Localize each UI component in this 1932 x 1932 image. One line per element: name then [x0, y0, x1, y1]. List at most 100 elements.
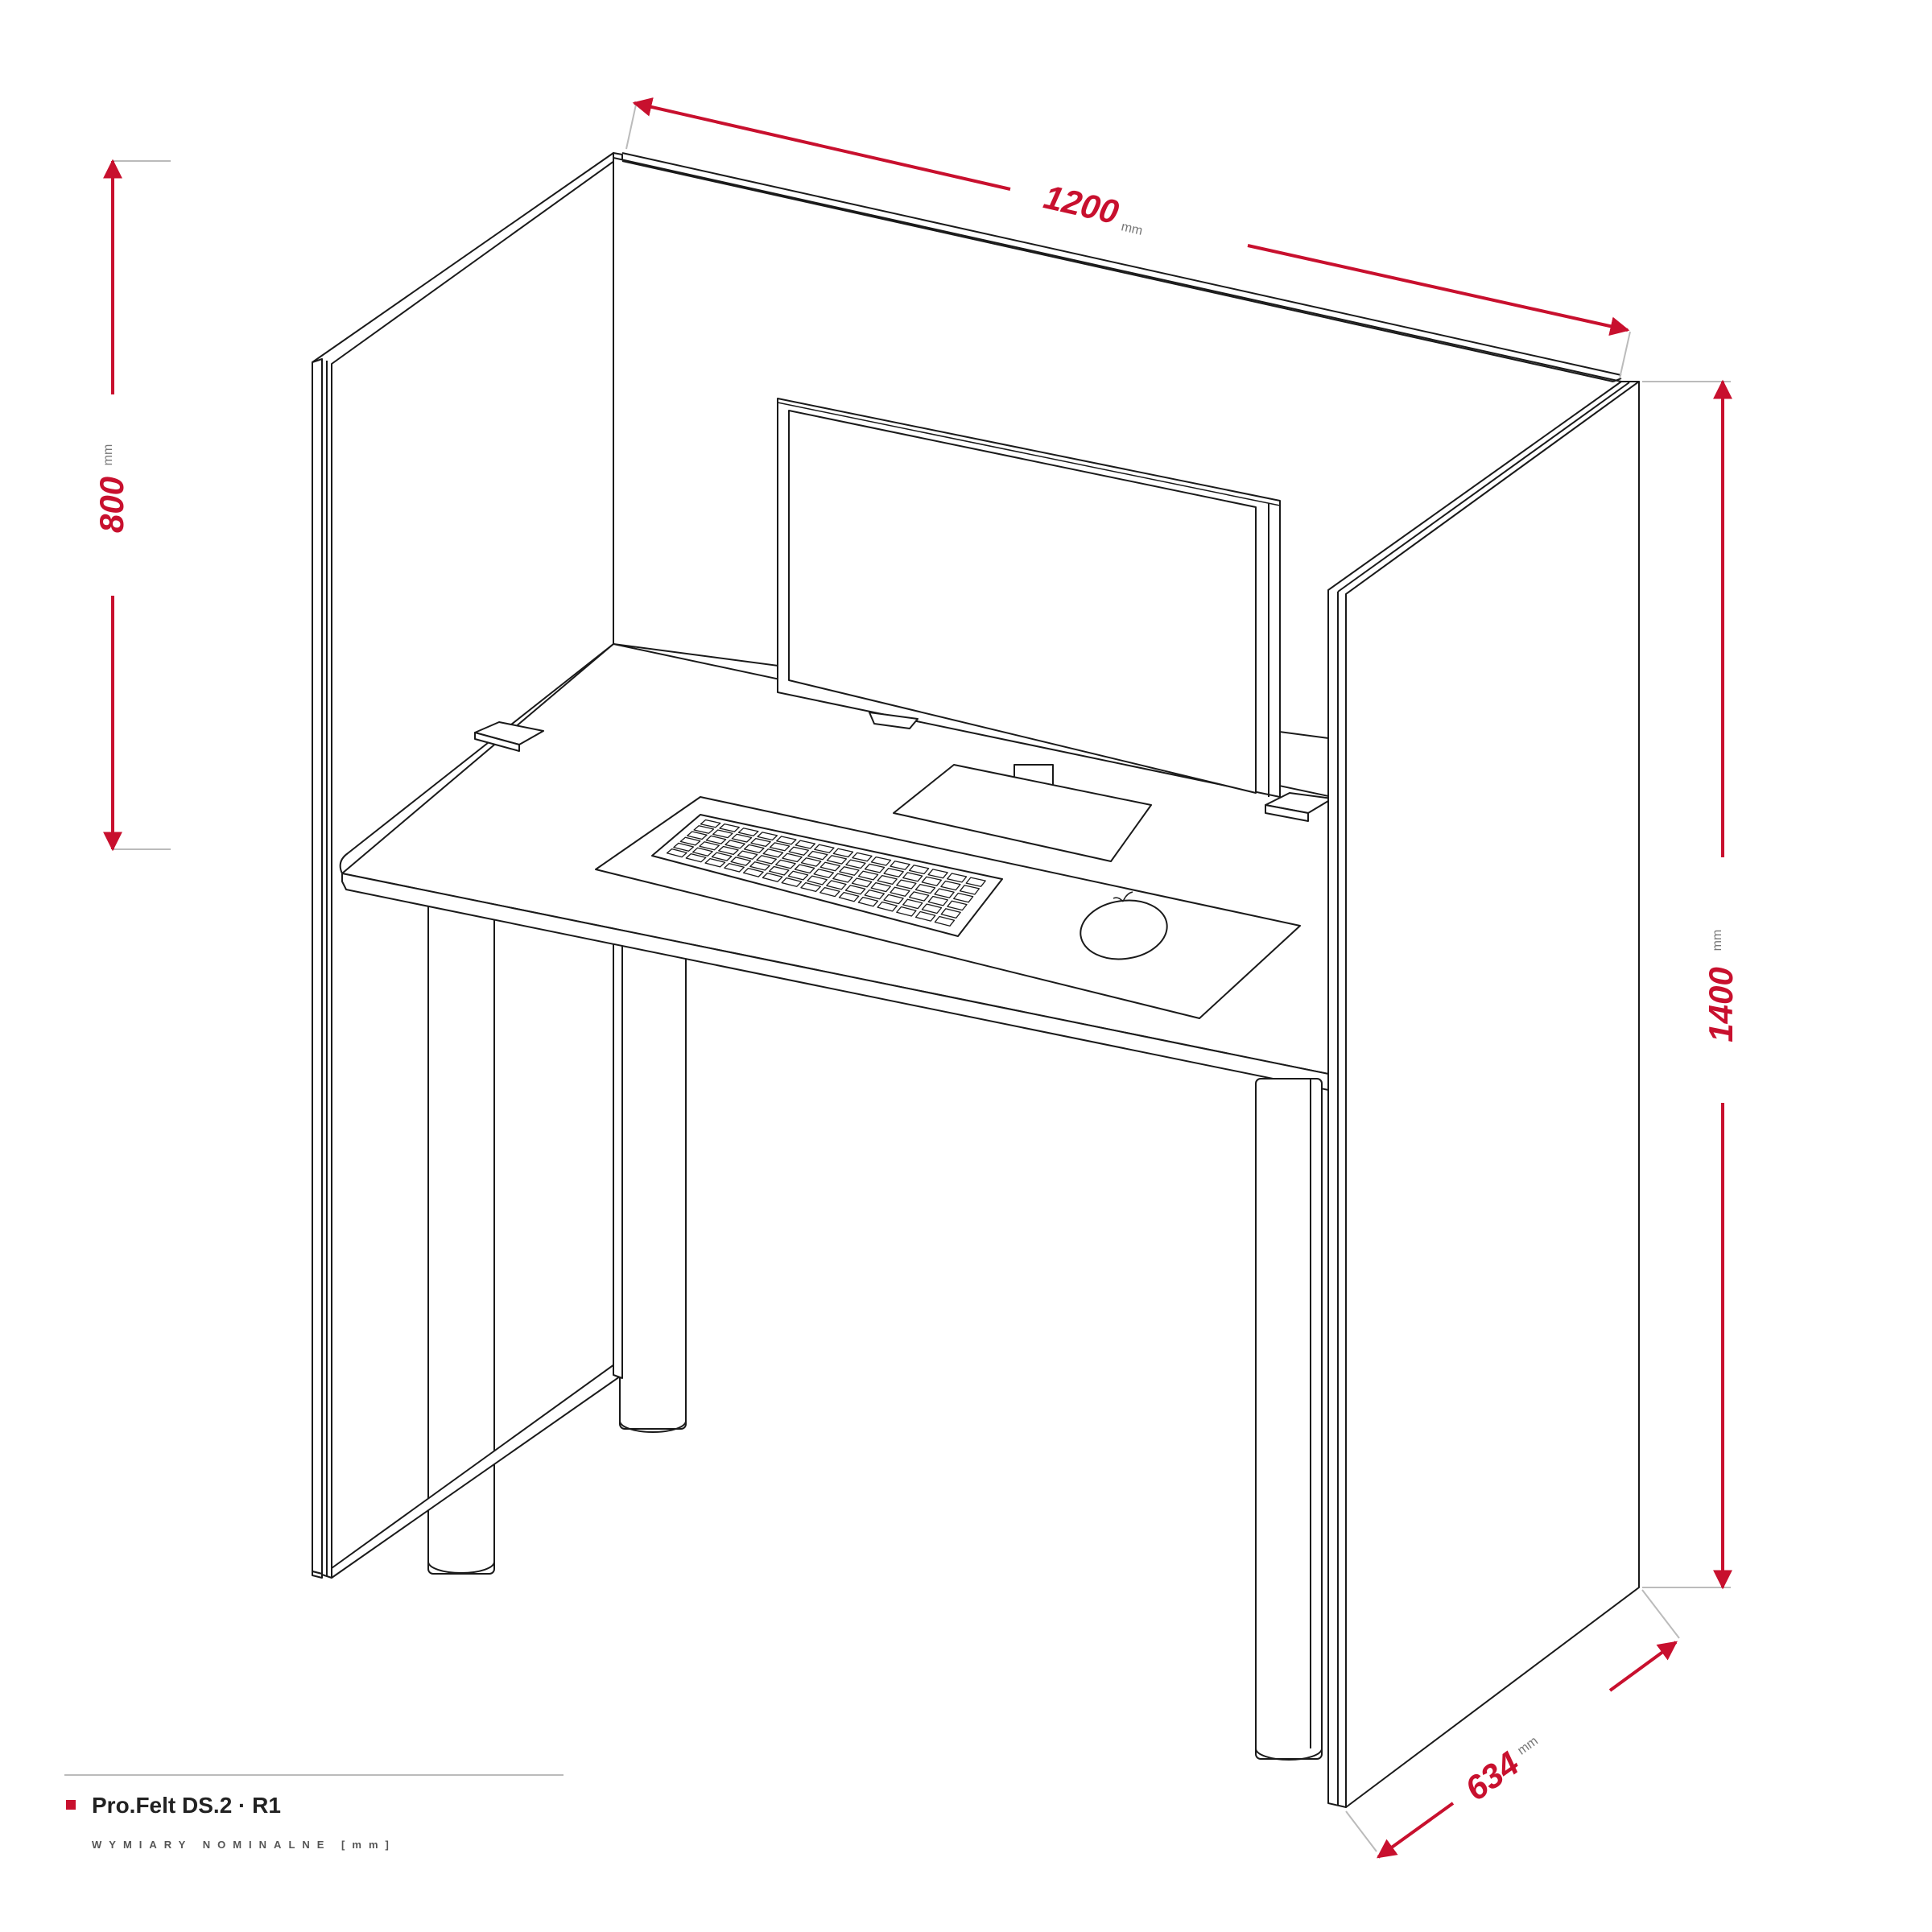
keyboard-key [883, 894, 904, 905]
dimension-lines [103, 97, 1732, 1859]
keyboard-key [691, 847, 713, 857]
keyboard-key [902, 898, 923, 910]
keyboard-key [742, 867, 764, 877]
keyboard-key [666, 848, 687, 858]
keyboard-key [712, 829, 733, 839]
left-panel-bottom-edge [312, 1571, 323, 1579]
keyboard-key [705, 835, 727, 844]
keyboard-key [800, 881, 821, 893]
keyboard-key [787, 870, 809, 881]
keyboard-key [749, 861, 770, 871]
keyboard-key [914, 910, 936, 922]
keyboard-key [813, 869, 835, 878]
keyboard-key [947, 900, 968, 911]
dim-label-800: 800 mm [93, 444, 130, 533]
keyboard-key [921, 876, 942, 886]
dim-unit-1200: mm [1120, 220, 1144, 238]
dim-unit-800: mm [101, 444, 115, 466]
dim-label-634: 634 mm [1458, 1734, 1541, 1808]
keyboard-key [737, 828, 759, 836]
monitor [777, 398, 1281, 862]
monitor-screen [788, 410, 1257, 794]
keyboard-key [794, 864, 815, 874]
dim-value-1200: 1200 [1040, 178, 1122, 232]
monitor-base [893, 764, 1152, 862]
keyboard-key [737, 850, 758, 860]
keyboard-key [940, 880, 961, 891]
keyboard-key [864, 889, 886, 900]
keyboard-key [890, 861, 910, 870]
keyboard-key [838, 891, 860, 902]
keyboard-key [914, 883, 936, 894]
keyboard-key [819, 861, 841, 872]
dim-unit-1400: mm [1711, 930, 1724, 952]
keyboard-key [781, 877, 803, 887]
keyboard-key [762, 848, 784, 858]
keyboard-key [724, 840, 745, 849]
keyboard-key [927, 895, 948, 906]
keyboard-key [762, 872, 783, 882]
keyboard-key [857, 870, 879, 881]
keyboard-key [870, 881, 891, 893]
keyboard-key [921, 903, 943, 914]
keyboard-key [775, 859, 796, 869]
keyboard-key [693, 825, 715, 834]
keyboard-key [814, 844, 835, 853]
keyboard-key [877, 901, 898, 912]
keyboard-key [795, 840, 816, 849]
keyboard-key [908, 891, 930, 902]
keyboard-key [870, 856, 892, 866]
leg-back-right [619, 925, 687, 1430]
dim-line-1200-right [1247, 244, 1630, 336]
keyboard-key [857, 896, 879, 907]
keyboard-key [800, 857, 822, 867]
caption-subtitle: WYMIARY NOMINALNE [mm] [92, 1839, 396, 1851]
keyboard-key [927, 869, 948, 879]
right-panel-face [1345, 381, 1640, 1808]
dim-label-1400: 1400 mm [1702, 930, 1740, 1042]
keyboard-key [864, 863, 886, 873]
keyboard-key [756, 855, 778, 865]
keyboard-key [807, 850, 828, 861]
keyboard-key [711, 852, 733, 861]
dim-value-634: 634 [1458, 1744, 1525, 1808]
caption: Pro.Felt DS.2 · R1 WYMIARY NOMINALNE [mm… [66, 1793, 396, 1851]
keyboard-key [883, 867, 904, 877]
keyboard-key [769, 842, 791, 852]
keyboard-key [687, 831, 708, 840]
keyboard-key [934, 888, 955, 898]
leg-front-right [1255, 1078, 1323, 1760]
keyboard-key [730, 857, 752, 866]
keyboard-key [839, 866, 860, 876]
keyboard-key [743, 844, 765, 853]
keyboard-key [902, 872, 923, 882]
keyboard-key [851, 877, 873, 888]
mouse [1080, 899, 1168, 960]
caption-marker [66, 1800, 76, 1810]
keyboard-key [845, 859, 866, 869]
caption-title: Pro.Felt DS.2 · R1 [92, 1793, 281, 1818]
keyboard-key [896, 879, 917, 890]
keyboard-key [673, 842, 695, 852]
keyboard-key [750, 837, 771, 848]
keyboard-key [782, 852, 803, 863]
left-panel-front-edge [312, 358, 323, 1575]
keyboard-key [940, 908, 961, 919]
dim-line-634-upper [1608, 1641, 1678, 1692]
desk-front-edge [341, 873, 1333, 1092]
keyboard-key [852, 852, 873, 862]
dim-label-1200: 1200 mm [1040, 178, 1144, 238]
keyboard-key [890, 886, 910, 897]
keyboard-key [844, 885, 866, 895]
keyboard-key [877, 874, 898, 886]
keyboard-key [757, 832, 778, 841]
keyboard-key [826, 880, 847, 890]
cubicle-linework [312, 152, 1640, 1808]
dim-line-1200-left [632, 97, 1011, 191]
keyboard-key [934, 915, 956, 927]
keyboard-key [947, 873, 968, 883]
keyboard-key [724, 862, 745, 873]
keyboard-key [700, 819, 721, 828]
keyboard-key [819, 886, 840, 898]
